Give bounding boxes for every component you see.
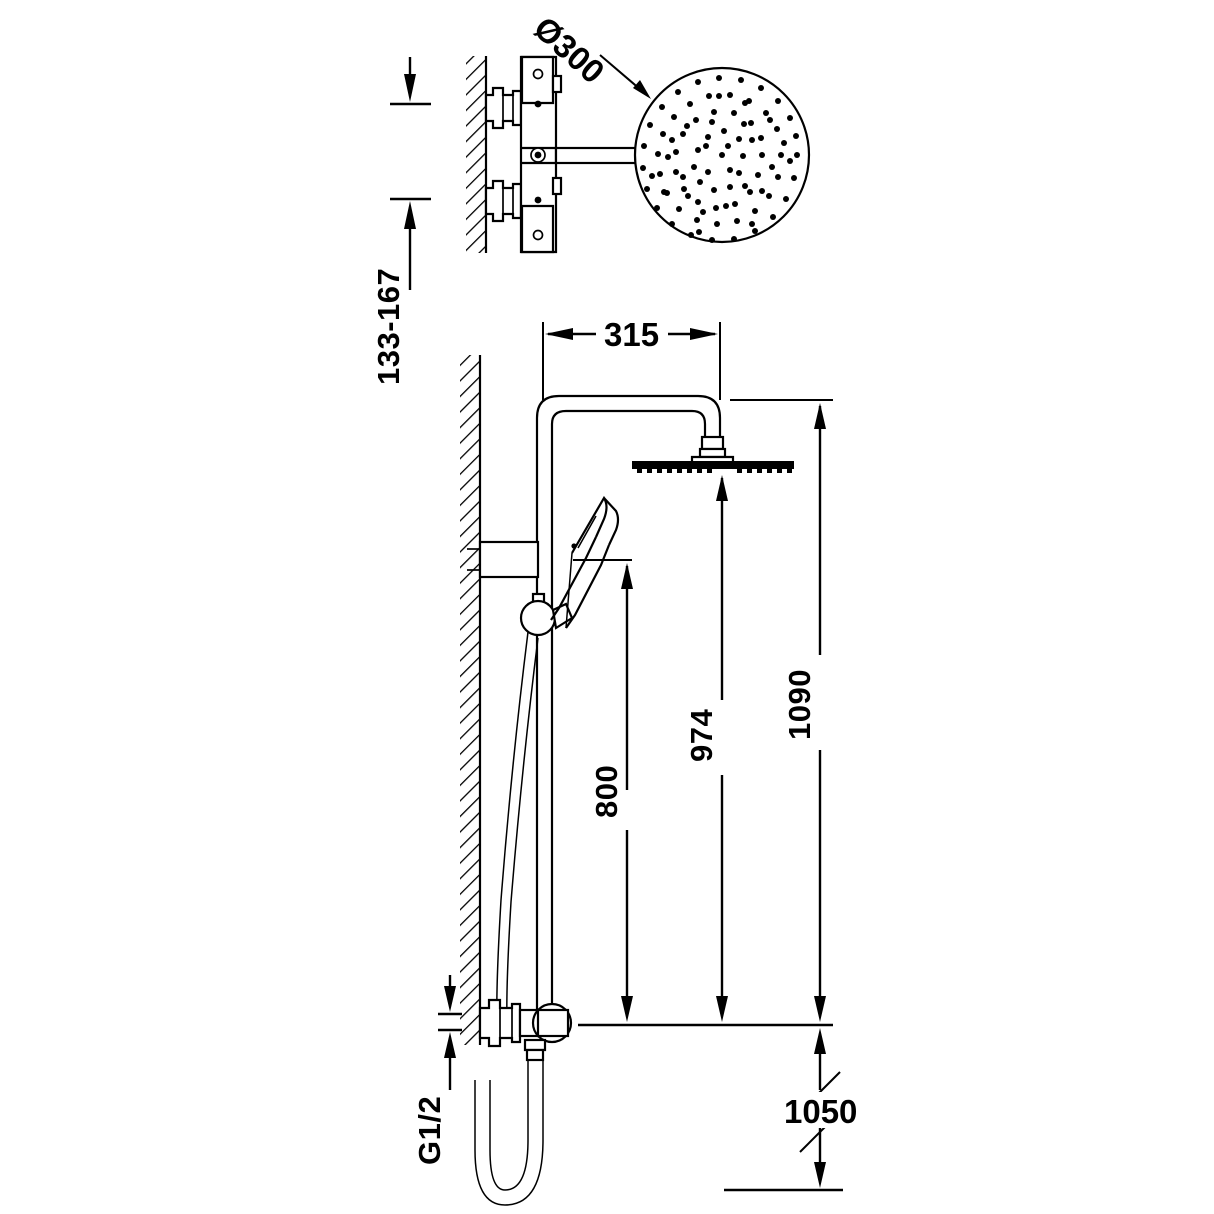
dimension-overall-height bbox=[730, 399, 833, 1022]
rain-head-connector bbox=[690, 435, 735, 466]
diameter-dimension-leader bbox=[599, 54, 651, 99]
main-elevation-view: 315 bbox=[412, 316, 872, 1206]
riser-wall-bracket bbox=[467, 540, 540, 579]
dimension-rainhead-height bbox=[716, 475, 728, 1022]
mixer-wall-connections bbox=[484, 86, 523, 223]
round-rain-shower-head bbox=[633, 66, 811, 244]
riser-pipe bbox=[535, 394, 722, 1010]
dimension-label-hand: 800 bbox=[589, 765, 624, 818]
hand-shower bbox=[550, 495, 620, 629]
dimension-mixer-height-range bbox=[390, 57, 431, 290]
thermostatic-mixer-body-top bbox=[519, 55, 563, 254]
flexible-hose bbox=[474, 631, 544, 1206]
flat-rain-shower-head bbox=[632, 461, 794, 473]
dimension-thread-connection bbox=[438, 975, 462, 1090]
nozzle-teeth bbox=[637, 469, 792, 473]
dimension-handshower-height bbox=[573, 559, 633, 1022]
dimension-label-thread: G1/2 bbox=[412, 1096, 447, 1165]
wall-hatch-top bbox=[466, 56, 488, 253]
dimension-label-range: 133-167 bbox=[371, 268, 406, 385]
nozzle-dots bbox=[640, 75, 800, 243]
dimension-label-floor: 1050 bbox=[784, 1093, 857, 1130]
dimension-label-overall: 1090 bbox=[782, 669, 817, 740]
dimension-label-rain: 974 bbox=[684, 709, 719, 762]
top-side-view: Ø300 133-167 bbox=[371, 9, 811, 385]
wall-outlet-elbow bbox=[478, 998, 573, 1062]
wall-hatch-main bbox=[460, 355, 482, 1045]
dimension-label-projection: 315 bbox=[604, 316, 659, 353]
dimension-floor-height bbox=[724, 1028, 872, 1192]
dimension-arm-projection bbox=[542, 318, 721, 400]
